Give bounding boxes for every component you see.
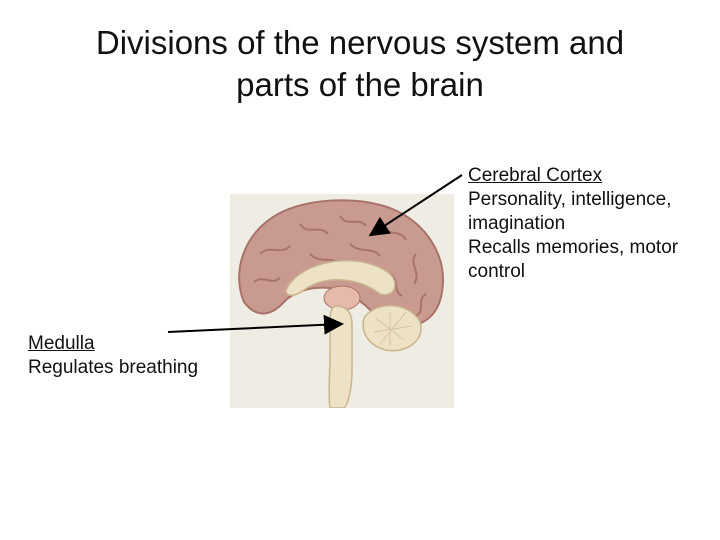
cortex-desc-line-2: imagination bbox=[468, 212, 678, 236]
cortex-desc-line-1: Personality, intelligence, bbox=[468, 188, 678, 212]
cerebral-cortex-label: Cerebral Cortex Personality, intelligenc… bbox=[468, 164, 678, 284]
cortex-arrow bbox=[372, 175, 462, 234]
cerebral-cortex-heading: Cerebral Cortex bbox=[468, 164, 678, 188]
cortex-desc-line-3: Recalls memories, motor bbox=[468, 236, 678, 260]
medulla-desc-line-1: Regulates breathing bbox=[28, 356, 198, 380]
medulla-label: Medulla Regulates breathing bbox=[28, 332, 198, 380]
medulla-arrow bbox=[168, 324, 340, 332]
medulla-heading: Medulla bbox=[28, 332, 198, 356]
cortex-desc-line-4: control bbox=[468, 260, 678, 284]
